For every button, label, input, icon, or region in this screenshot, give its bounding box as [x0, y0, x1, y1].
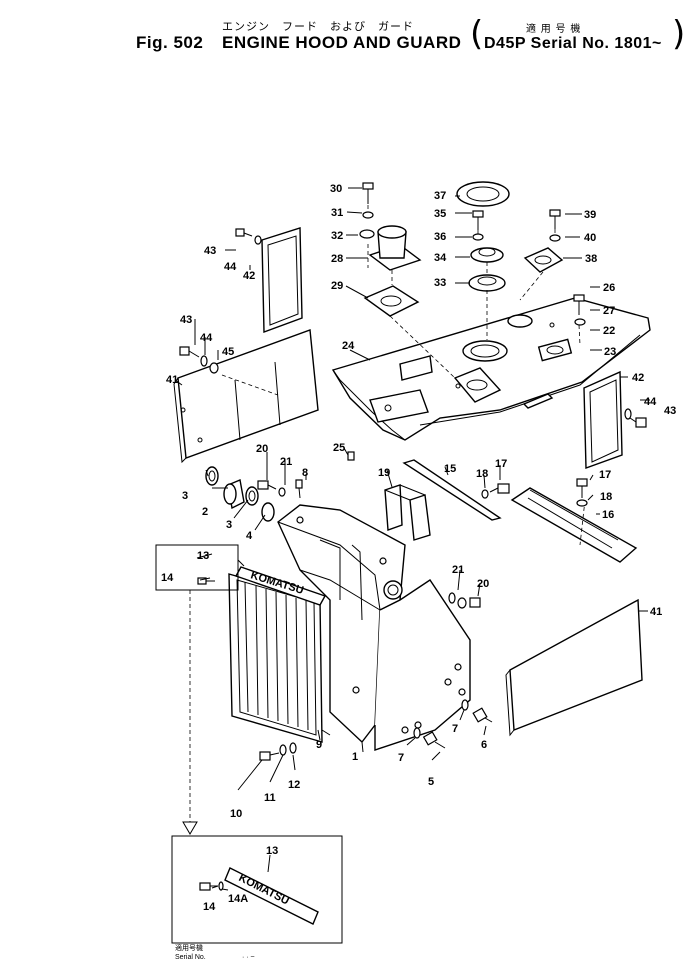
- callout-17-b: 17: [599, 469, 611, 481]
- callout-12: 12: [288, 779, 300, 791]
- radiator-frame-1: [277, 504, 471, 751]
- callout-41-b: 41: [650, 606, 662, 618]
- cover-plate-23: [453, 367, 502, 403]
- callout-45: 45: [222, 346, 234, 358]
- callout-26: 26: [603, 282, 615, 294]
- callout-41-a: 41: [166, 374, 178, 386]
- right-paren: ): [672, 14, 686, 54]
- callout-6: 6: [481, 739, 487, 751]
- callout-8: 8: [302, 467, 308, 479]
- callout-38: 38: [585, 253, 597, 265]
- callout-2: 2: [202, 506, 208, 518]
- callout-32: 32: [331, 230, 343, 242]
- bracket-19: [384, 484, 431, 541]
- callout-43-c: 43: [664, 405, 676, 417]
- callout-34: 34: [434, 252, 447, 264]
- frame-bolts: [413, 699, 493, 749]
- callout-43-b: 43: [180, 314, 192, 326]
- callout-31: 31: [331, 207, 343, 219]
- rail-16-bolts: [481, 478, 588, 507]
- callout-14-a: 14: [161, 572, 174, 584]
- callout-20-b: 20: [477, 578, 489, 590]
- callout-44-b: 44: [200, 332, 213, 344]
- callout-11: 11: [264, 792, 276, 804]
- callout-10: 10: [230, 808, 242, 820]
- callout-21-a: 21: [280, 456, 292, 468]
- callout-24: 24: [342, 340, 355, 352]
- callout-4: 4: [246, 530, 253, 542]
- side-guard-41-left: [173, 329, 319, 464]
- left-paren: (: [470, 14, 484, 54]
- inset-detail: KOMATSU: [171, 835, 343, 944]
- inset-serial-value: · · ~: [242, 954, 255, 961]
- callout-3-b: 3: [226, 519, 232, 531]
- callout-29: 29: [331, 280, 343, 292]
- japanese-serial-label: 適 用 号 機: [526, 24, 582, 35]
- callout-1: 1: [352, 751, 358, 763]
- side-panel-42-bolts: [235, 228, 262, 245]
- callout-7-b: 7: [452, 723, 458, 735]
- strip-15: [402, 459, 502, 521]
- front-grille-9: [228, 573, 323, 743]
- callout-19: 19: [378, 467, 390, 479]
- callout-33: 33: [434, 277, 446, 289]
- callout-42-a: 42: [243, 270, 255, 282]
- callout-43-a: 43: [204, 245, 216, 257]
- side-panel-42-right-bolts: [624, 408, 647, 428]
- callout-36: 36: [434, 231, 446, 243]
- callout-9: 9: [316, 739, 322, 751]
- figure-number: Fig. 502: [136, 33, 204, 52]
- rail-16: [510, 487, 638, 563]
- callout-23: 23: [604, 346, 616, 358]
- inset-serial-label: Serial No.: [175, 954, 206, 961]
- leader-lines: [174, 187, 650, 891]
- side-guard-41-bolts: [179, 346, 219, 374]
- callout-18-a: 18: [476, 468, 488, 480]
- callout-44-c: 44: [644, 396, 657, 408]
- grille-bolts: [259, 742, 297, 761]
- callout-22: 22: [603, 325, 615, 337]
- top-bolts: [359, 182, 586, 326]
- callout-3-a: 3: [182, 490, 188, 502]
- callout-5: 5: [428, 776, 434, 788]
- callout-17-a: 17: [495, 458, 507, 470]
- muffler-fittings: [363, 181, 564, 317]
- engine-hood-panel: [331, 297, 651, 441]
- page-title: ENGINE HOOD AND GUARD: [222, 33, 462, 52]
- serial-range: D45P Serial No. 1801~: [484, 35, 662, 52]
- callout-44-a: 44: [224, 261, 237, 273]
- side-guard-41-right: [505, 598, 643, 737]
- callout-39: 39: [584, 209, 596, 221]
- callout-numbers: 30 31 32 28 29 37 35 36 34 33 39 40 38 2…: [161, 183, 676, 913]
- middle-bolts: [448, 592, 481, 609]
- emblem-detail-callout: [155, 544, 245, 835]
- side-panel-42-right: [583, 370, 623, 469]
- callout-37: 37: [434, 190, 446, 202]
- callout-28: 28: [331, 253, 343, 265]
- callout-13-b: 13: [266, 845, 278, 857]
- callout-20-a: 20: [256, 443, 268, 455]
- callout-27: 27: [603, 305, 615, 317]
- side-panel-42-left: [261, 227, 303, 333]
- callout-16: 16: [602, 509, 614, 521]
- callout-21-b: 21: [452, 564, 464, 576]
- callout-14-b: 14: [203, 901, 216, 913]
- callout-30: 30: [330, 183, 342, 195]
- roller-parts: [205, 466, 275, 522]
- upper-bolts: [257, 451, 355, 499]
- callout-15: 15: [444, 463, 456, 475]
- callout-13-a: 13: [197, 550, 209, 562]
- callout-18-b: 18: [600, 491, 612, 503]
- callout-40: 40: [584, 232, 596, 244]
- callout-14A: 14A: [228, 893, 248, 905]
- callout-42-b: 42: [632, 372, 644, 384]
- callout-7-a: 7: [398, 752, 404, 764]
- japanese-title: エンジン フード および ガード: [222, 21, 414, 33]
- inset-serial-jp: 適用号機: [175, 943, 203, 952]
- callout-35: 35: [434, 208, 446, 220]
- callout-25: 25: [333, 442, 345, 454]
